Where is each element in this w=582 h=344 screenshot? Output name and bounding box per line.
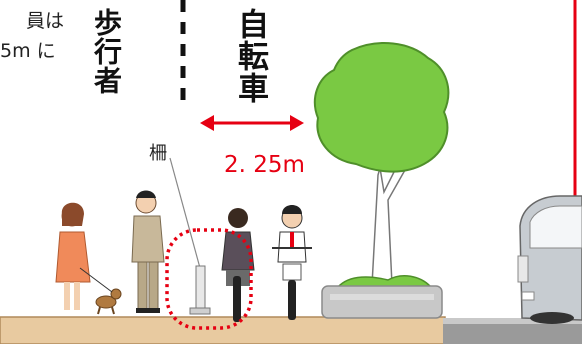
caption-line-1: 員は [26,10,65,32]
cyclist-front [272,205,312,320]
dog [79,267,122,315]
sidewalk-ground [0,316,446,344]
curb [443,322,582,344]
label-fence: 柵 [149,143,167,164]
highlight-circle [165,228,253,330]
caption-line-2: 5m に [0,40,56,62]
label-bicycle: 自転車 [232,8,268,104]
label-pedestrian: 歩行者 [90,8,123,95]
planter-box [321,285,443,319]
label-width: 2. 25m [224,152,305,178]
woman-walking [55,202,91,310]
van [517,195,582,324]
man-walking [131,190,165,313]
tree [313,42,450,319]
cyclist-back [221,208,255,322]
width-arrow [200,115,304,131]
fence-post [169,157,211,315]
